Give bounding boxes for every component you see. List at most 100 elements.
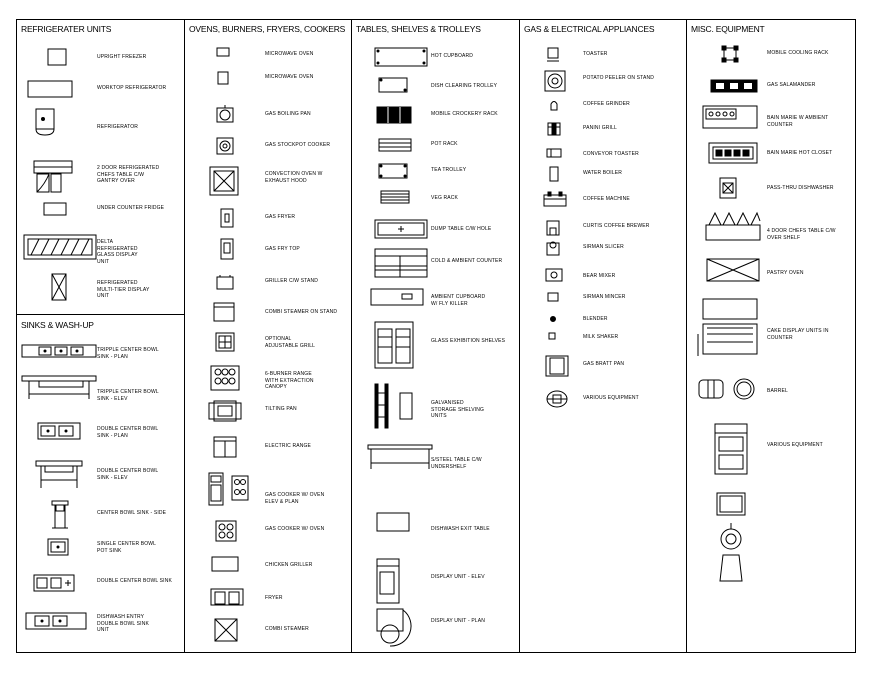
triple-sink-plan-symbol xyxy=(21,343,97,359)
glass-exhibition-shelves-symbol xyxy=(374,321,414,369)
misc-various-equipment-symbol xyxy=(712,423,750,585)
hot-cupboard-symbol xyxy=(374,47,428,67)
symbol-label: UNDER COUNTER FRIDGE xyxy=(97,205,165,211)
combi-steamer-stand-symbol xyxy=(213,302,235,322)
symbol-label: ELECTRIC RANGE xyxy=(265,443,311,449)
symbol-label: GAS BOILING PAN xyxy=(265,111,311,117)
symbol-label: TRIPPLE CENTER BOWL SINK - PLAN xyxy=(97,347,159,360)
display-unit-elev-symbol xyxy=(376,558,400,604)
symbol-label: PASS-THRU DISHWASHER xyxy=(767,185,834,191)
mobile-crockery-rack-symbol xyxy=(376,106,412,124)
symbol-label: POT RACK xyxy=(431,141,458,147)
symbol-label: BARREL xyxy=(767,388,788,394)
symbol-label: HOT CUPBOARD xyxy=(431,53,473,59)
electric-range-symbol xyxy=(213,436,237,458)
multi-tier-display-symbol xyxy=(51,273,67,301)
potato-peeler-symbol xyxy=(544,70,566,92)
symbol-label: WATER BOILER xyxy=(583,170,623,176)
symbol-label: SIRMAN SLICER xyxy=(583,244,624,250)
symbol-label: DISHWASH EXIT TABLE xyxy=(431,526,490,532)
column-divider xyxy=(351,20,352,652)
symbol-label: VEG RACK xyxy=(431,195,459,201)
symbol-label: BEAR MIXER xyxy=(583,273,616,279)
column-title: REFRIGERATER UNITS xyxy=(21,24,112,34)
tilting-pan-symbol xyxy=(208,400,242,422)
gas-cooker-elev-plan-symbol xyxy=(208,472,250,506)
dump-table-symbol xyxy=(374,219,428,239)
single-pot-sink-symbol xyxy=(47,538,69,556)
symbol-label: TEA TROLLEY xyxy=(431,167,467,173)
double-sink-plan-symbol xyxy=(37,422,81,440)
barrel-symbol xyxy=(698,377,756,401)
symbol-label: PASTRY OVEN xyxy=(767,270,804,276)
symbol-label: GAS STOCKPOT COOKER xyxy=(265,142,331,148)
coffee-brewer-symbol xyxy=(546,220,560,236)
symbol-label: 2 DOOR REFRIGERATED CHEFS TABLE c/w GANT… xyxy=(97,165,160,184)
milk-shaker-symbol xyxy=(548,332,556,340)
symbol-label: BAIN MARIE W AMBIENT COUNTER xyxy=(767,115,829,128)
veg-rack-symbol xyxy=(380,190,410,204)
coffee-grinder-symbol xyxy=(549,99,559,111)
six-burner-range-symbol xyxy=(210,365,240,391)
symbol-label: DELTA REFRIGERATED GLASS DISPLAY UNIT xyxy=(97,239,138,265)
column-title: TABLES, SHELVES & TROLLEYS xyxy=(356,24,481,34)
symbol-label: BAIN MARIE HOT CLOSET xyxy=(767,150,833,156)
gas-cooker-oven-symbol xyxy=(215,520,237,542)
column-title: SINKS & WASH-UP xyxy=(21,320,94,330)
symbol-label: COFFEE GRINDER xyxy=(583,101,630,107)
symbol-label: REFRIGERATED MULTI-TIER DISPLAY UNIT xyxy=(97,280,150,299)
symbol-label: GAS FRY TOP xyxy=(265,246,300,252)
symbol-label: GAS COOKER W/ OVEN ELEV & PLAN xyxy=(265,492,325,505)
cold-ambient-counter-symbol xyxy=(374,248,428,278)
under-counter-fridge-symbol xyxy=(43,202,67,216)
bain-marie-ambient-symbol xyxy=(702,105,758,129)
center-sink-side-symbol xyxy=(51,500,69,530)
griller-stand-symbol xyxy=(216,274,234,290)
symbol-label: DOUBLE CENTER BOWL SINK xyxy=(97,578,172,584)
symbol-label: 6-BURNER RANGE WITH EXTRACTION CANOPY xyxy=(265,371,314,390)
symbol-label: BLENDER xyxy=(583,316,608,322)
symbol-label: DOUBLE CENTER BOWL SINK - ELEV xyxy=(97,468,159,481)
coffee-machine-symbol xyxy=(543,191,567,207)
symbol-label: OPTIONAL ADJUSTABLE GRILL xyxy=(265,336,316,349)
sirman-mincer-symbol xyxy=(547,292,559,302)
cake-display-symbol xyxy=(697,298,759,358)
chicken-griller-symbol xyxy=(211,556,239,572)
symbol-label: GLASS EXHIBITION SHELVES xyxy=(431,338,506,344)
symbol-label: VARIOUS EQUIPMENT xyxy=(583,395,639,401)
symbol-label: COMBI STEAMER ON STAND xyxy=(265,309,338,315)
pot-rack-symbol xyxy=(378,138,412,152)
symbol-label: AMBIENT CUPBOARD W/ FLY KILLER xyxy=(431,294,486,307)
symbol-label: FRYER xyxy=(265,595,283,601)
symbol-label: CONVECTION OVEN W EXHAUST HOOD xyxy=(265,171,323,184)
symbol-label: MOBILE COOLING RACK xyxy=(767,50,829,56)
symbol-label: REFRIGERATOR xyxy=(97,124,139,130)
symbol-label: CURTIS COFFEE BREWER xyxy=(583,223,650,229)
bain-marie-hot-closet-symbol xyxy=(708,142,758,164)
pass-thru-dishwasher-symbol xyxy=(719,177,737,199)
worktop-refrigerator-symbol xyxy=(27,80,73,98)
symbol-label: DISHWASH ENTRY DOUBLE BOWL SINK UNIT xyxy=(97,614,149,633)
upright-freezer-symbol xyxy=(47,48,67,66)
symbol-label: SINGLE CENTER BOWL POT SINK xyxy=(97,541,157,554)
column-divider xyxy=(519,20,520,652)
convection-oven-symbol xyxy=(209,166,239,196)
symbol-label: DISPLAY UNIT - PLAN xyxy=(431,618,485,624)
symbol-label: WORKTOP REFRIGERATOR xyxy=(97,85,167,91)
column-divider xyxy=(184,20,185,652)
symbol-label: DISH CLEARING TROLLEY xyxy=(431,83,498,89)
symbol-label: SIRMAN MINCER xyxy=(583,294,626,300)
column-title: MISC. EQUIPMENT xyxy=(691,24,765,34)
symbol-label: TRIPPLE CENTER BOWL SINK - ELEV xyxy=(97,389,159,402)
symbol-label: COMBI STEAMER xyxy=(265,626,309,632)
symbol-label: COLD & AMBIENT COUNTER xyxy=(431,258,503,264)
mobile-cooling-rack-symbol xyxy=(721,45,739,63)
combi-steamer-symbol xyxy=(214,618,238,642)
symbol-label: COFFEE MACHINE xyxy=(583,196,630,202)
symbol-label: CENTER BOWL SINK - SIDE xyxy=(97,510,167,516)
conveyor-toaster-symbol xyxy=(546,148,562,158)
microwave-elev-symbol xyxy=(217,71,229,85)
dishwash-entry-sink-symbol xyxy=(25,612,87,630)
symbol-label: DUMP TABLE C/W HOLE xyxy=(431,226,492,232)
